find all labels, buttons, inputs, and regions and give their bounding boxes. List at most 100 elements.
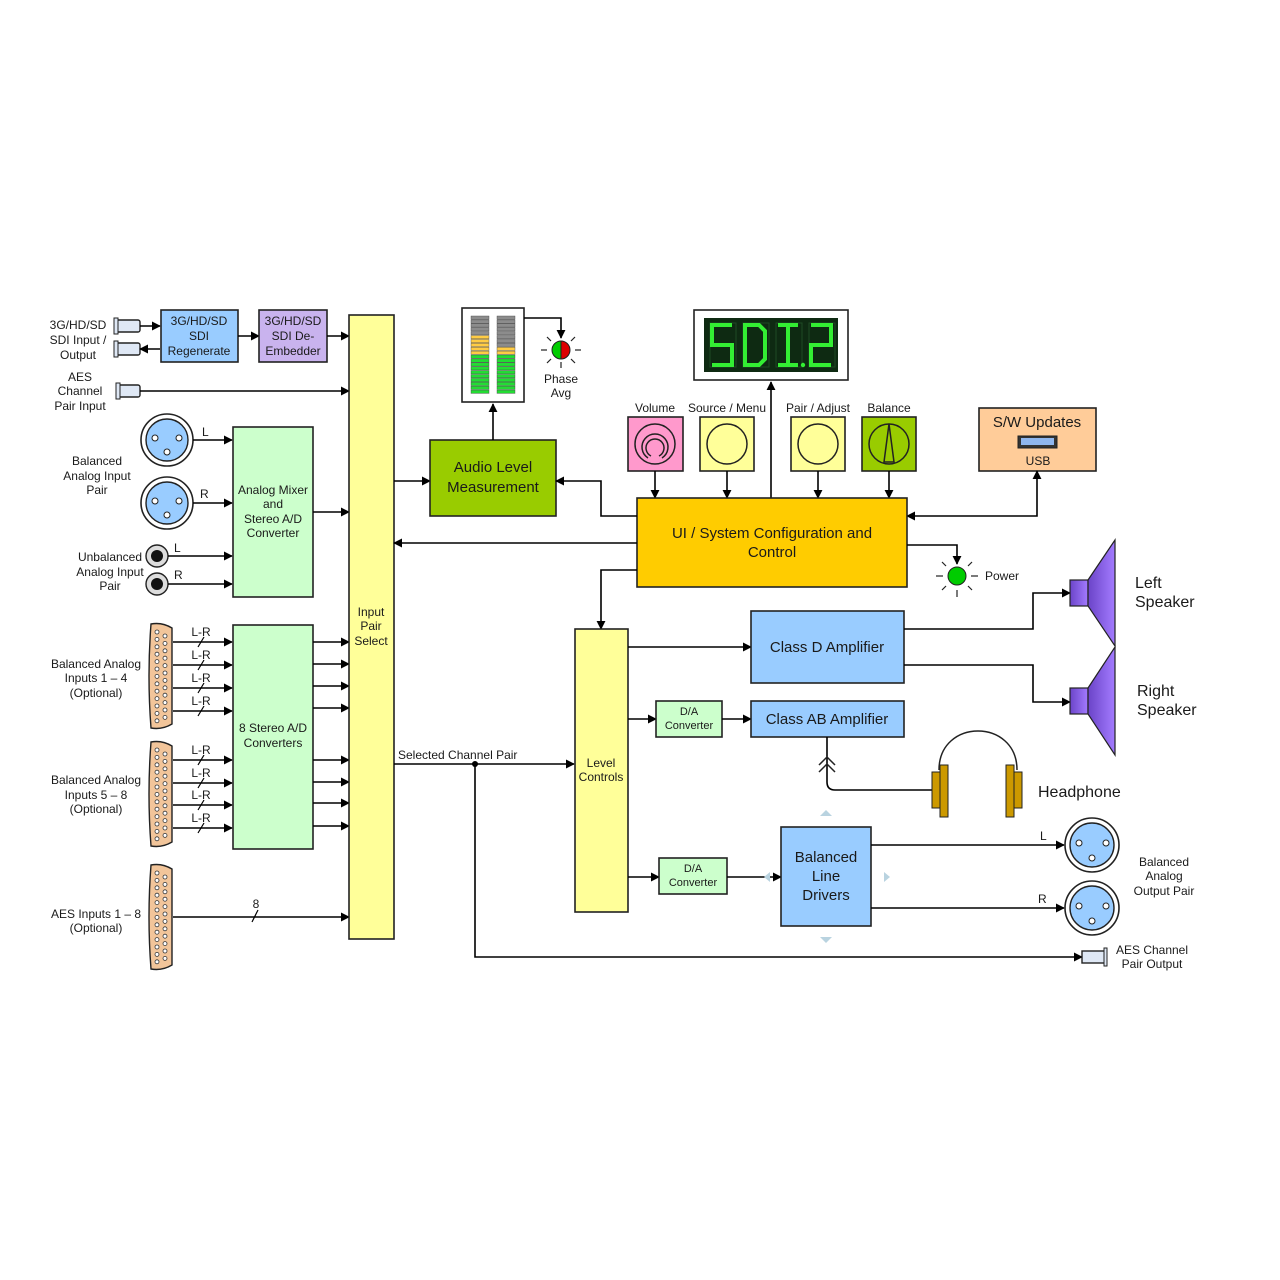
channel-label-R: R [200,487,209,501]
meter-segment [496,350,516,355]
sdi-connector-input-icon [113,317,141,335]
svg-text:Regenerate: Regenerate [168,344,231,358]
svg-text:Controls: Controls [579,770,624,784]
svg-text:Class AB Amplifier: Class AB Amplifier [766,711,889,728]
balance-knob[interactable] [861,416,917,472]
svg-text:Stereo A/D: Stereo A/D [244,512,302,526]
balance-label: Balance [867,401,911,415]
display-digit [709,322,737,368]
svg-text:Left: Left [1135,575,1162,592]
power-label: Power [985,569,1019,583]
meter-segment [496,347,516,351]
headphone-icon [931,730,1023,818]
svg-text:D/A: D/A [680,706,699,718]
xlr-input-right-icon [140,476,194,530]
sdi-input-output-label: 3G/HD/SD SDI Input / Output [50,318,107,362]
svg-text:Pair Output: Pair Output [1122,957,1183,971]
meter-segment [470,335,490,339]
meter-segment [496,366,516,371]
wire-ui-to-levelctrl [596,569,637,630]
alphanumeric-display [693,309,849,381]
bus-width-label: 8 [253,897,260,911]
db25-connector-1-4-icon [148,622,173,730]
svg-text:Pair: Pair [86,483,107,497]
aes-output-label: AES Channel Pair Output [1116,943,1188,971]
meter-segment [496,358,516,363]
svg-text:Converters: Converters [244,736,303,750]
svg-text:(Optional): (Optional) [70,686,123,700]
headphone-label: Headphone [1038,784,1121,801]
meter-segment [496,319,516,324]
svg-text:UI / System Configuration and: UI / System Configuration and [672,525,872,542]
meter-segment [496,331,516,336]
svg-text:Analog Mixer: Analog Mixer [238,483,308,497]
svg-text:Converter: Converter [665,720,714,732]
svg-text:Inputs 5 – 8: Inputs 5 – 8 [65,788,128,802]
meter-segment [470,350,490,355]
da-converter-1-block: D/A Converter [655,700,723,738]
meter-segment [470,382,490,386]
selected-channel-pair-label: Selected Channel Pair [398,748,517,762]
svg-text:Pair: Pair [99,579,120,593]
pair-adjust-button[interactable] [790,416,846,472]
svg-text:Output Pair: Output Pair [1134,884,1195,898]
meter-left-channel [470,315,490,394]
source-menu-button[interactable] [699,416,755,472]
svg-text:Analog Input: Analog Input [76,565,144,579]
bus-slash [197,682,205,694]
wire-usb-ui [906,470,1042,521]
meter-segment [496,343,516,347]
svg-text:Phase: Phase [544,372,578,386]
class-ab-amplifier-block: Class AB Amplifier [750,700,905,738]
balanced-output-label: Balanced Analog Output Pair [1134,855,1195,898]
svg-text:3G/HD/SD: 3G/HD/SD [50,318,107,332]
bus-slash [197,659,205,671]
svg-text:Balanced: Balanced [795,849,858,866]
meter-segment [470,339,490,343]
meter-segment [496,354,516,359]
lr-label: L-R [191,625,211,639]
bus-slash [197,822,205,834]
meter-segment [470,319,490,324]
svg-text:Analog Input: Analog Input [63,469,131,483]
meter-segment [496,323,516,328]
meter-segment [470,370,490,375]
svg-text:Speaker: Speaker [1137,702,1197,719]
level-controls-block: Level Controls [574,628,629,913]
ui-system-control-block: UI / System Configuration and Control [636,497,908,588]
meter-segment [470,347,490,351]
channel-label-L: L [1040,829,1047,843]
display-digit [808,322,836,368]
meter-right-channel [496,315,516,394]
meter-segment [496,389,516,394]
lr-label: L-R [191,788,211,802]
lr-label: L-R [191,811,211,825]
meter-segment [470,354,490,359]
source-menu-label: Source / Menu [688,401,766,415]
svg-text:Converter: Converter [669,877,718,889]
meter-segment [470,358,490,363]
power-led-icon [936,561,978,597]
svg-text:Avg: Avg [551,386,571,400]
svg-text:Level: Level [587,756,616,770]
svg-text:and: and [263,497,283,511]
meter-segment [470,323,490,328]
lr-label: L-R [191,671,211,685]
balanced-input-label: Balanced Analog Input Pair [63,454,131,497]
svg-text:Inputs 1 – 4: Inputs 1 – 4 [65,671,128,685]
svg-text:S/W Updates: S/W Updates [993,414,1081,431]
svg-text:Input: Input [358,605,385,619]
meter-segment [496,362,516,367]
rca-input-left-icon [145,544,169,568]
bus-slash [197,754,205,766]
xlr-input-left-icon [140,413,194,467]
phase-led-icon [541,336,581,368]
wire-aes-output [474,764,1083,962]
channel-label-L: L [202,425,209,439]
svg-text:Balanced Analog: Balanced Analog [51,773,141,787]
volume-knob[interactable] [627,416,684,472]
left-speaker-icon [1069,538,1116,648]
channel-label-R: R [1038,892,1047,906]
usb-port-icon[interactable] [1017,435,1058,449]
svg-text:AES Inputs 1 – 8: AES Inputs 1 – 8 [51,907,141,921]
